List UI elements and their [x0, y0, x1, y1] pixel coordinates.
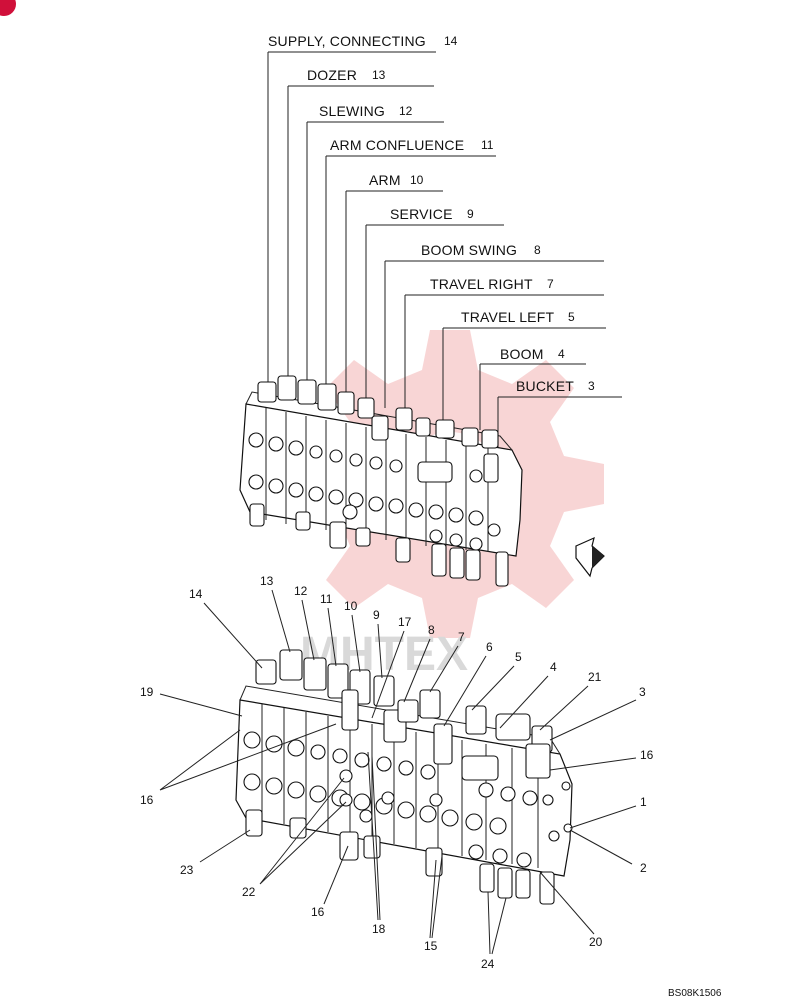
- callout-23: 23: [180, 829, 251, 877]
- svg-text:8: 8: [534, 243, 541, 257]
- callout-11: 11: [320, 592, 337, 667]
- svg-text:BOOM SWING: BOOM SWING: [421, 242, 517, 258]
- svg-text:BUCKET: BUCKET: [516, 378, 574, 394]
- svg-text:14: 14: [189, 587, 203, 601]
- top-label-9: SERVICE 9: [365, 206, 504, 398]
- svg-text:18: 18: [372, 922, 386, 936]
- top-valve-assembly: [239, 375, 523, 587]
- callout-4: 4: [499, 660, 557, 729]
- svg-text:15: 15: [424, 939, 438, 953]
- svg-text:TRAVEL LEFT: TRAVEL LEFT: [461, 309, 554, 325]
- svg-text:23: 23: [180, 863, 194, 877]
- top-label-8: BOOM SWING 8: [384, 242, 604, 408]
- svg-text:SERVICE: SERVICE: [390, 206, 453, 222]
- svg-text:5: 5: [568, 310, 575, 324]
- callout-22: 22: [242, 777, 347, 899]
- svg-text:22: 22: [242, 885, 256, 899]
- callout-6: 6: [443, 640, 493, 727]
- svg-text:5: 5: [515, 650, 522, 664]
- callout-1: 1: [569, 795, 647, 829]
- drawing-code: BS08K1506: [668, 988, 722, 999]
- svg-text:12: 12: [294, 584, 308, 598]
- svg-text:16: 16: [140, 793, 154, 807]
- svg-text:4: 4: [558, 347, 565, 361]
- top-label-3: BUCKET 3: [497, 378, 622, 452]
- callout-10: 10: [344, 599, 361, 673]
- svg-text:14: 14: [444, 34, 458, 48]
- callout-24: 24: [481, 891, 507, 971]
- svg-text:7: 7: [547, 277, 554, 291]
- svg-text:11: 11: [481, 138, 494, 152]
- top-label-7: TRAVEL RIGHT 7: [404, 276, 604, 410]
- callout-8: 8: [403, 623, 435, 703]
- svg-text:10: 10: [344, 599, 358, 613]
- top-label-10: ARM 10: [345, 172, 443, 394]
- svg-text:ARM: ARM: [369, 172, 401, 188]
- callout-5: 5: [471, 650, 522, 711]
- callout-7: 7: [429, 630, 465, 693]
- svg-text:16: 16: [640, 748, 654, 762]
- callout-16-left: 16: [140, 723, 337, 807]
- top-label-14: SUPPLY, CONNECTING 14: [267, 33, 458, 382]
- top-label-12: SLEWING 12: [306, 103, 444, 384]
- svg-text:SLEWING: SLEWING: [319, 103, 385, 119]
- svg-text:21: 21: [588, 670, 602, 684]
- svg-text:13: 13: [372, 68, 386, 82]
- svg-text:7: 7: [458, 630, 465, 644]
- svg-text:10: 10: [410, 173, 424, 187]
- svg-text:11: 11: [320, 592, 333, 606]
- callout-2: 2: [569, 829, 647, 875]
- svg-text:ARM CONFLUENCE: ARM CONFLUENCE: [330, 137, 464, 153]
- svg-text:20: 20: [589, 935, 603, 949]
- callout-15: 15: [424, 855, 443, 953]
- svg-text:6: 6: [486, 640, 493, 654]
- callout-14: 14: [189, 587, 263, 669]
- svg-text:1: 1: [640, 795, 647, 809]
- callout-13: 13: [260, 574, 291, 653]
- direction-arrow-icon: [575, 536, 605, 578]
- top-label-13: DOZER 13: [287, 67, 434, 378]
- svg-text:TRAVEL RIGHT: TRAVEL RIGHT: [430, 276, 533, 292]
- svg-text:19: 19: [140, 685, 154, 699]
- bottom-valve-assembly: [235, 649, 573, 905]
- svg-text:8: 8: [428, 623, 435, 637]
- svg-text:3: 3: [588, 379, 595, 393]
- top-label-11: ARM CONFLUENCE 11: [325, 137, 496, 390]
- callout-18: 18: [367, 751, 386, 936]
- callout-12: 12: [294, 584, 315, 661]
- svg-text:SUPPLY, CONNECTING: SUPPLY, CONNECTING: [268, 33, 426, 49]
- svg-text:24: 24: [481, 957, 495, 971]
- svg-text:BOOM: BOOM: [500, 346, 544, 362]
- top-label-5: TRAVEL LEFT 5: [442, 309, 606, 420]
- svg-text:9: 9: [373, 608, 380, 622]
- svg-text:4: 4: [550, 660, 557, 674]
- callout-17: 17: [371, 615, 412, 719]
- callout-21: 21: [539, 670, 602, 731]
- corner-badge-icon: [0, 0, 16, 16]
- callout-20: 20: [539, 871, 603, 949]
- svg-text:9: 9: [467, 207, 474, 221]
- callout-3: 3: [549, 685, 646, 741]
- svg-text:16: 16: [311, 905, 325, 919]
- svg-text:3: 3: [639, 685, 646, 699]
- svg-text:13: 13: [260, 574, 274, 588]
- svg-text:12: 12: [399, 104, 413, 118]
- callout-9: 9: [373, 608, 383, 679]
- callout-16-bottom: 16: [311, 845, 349, 919]
- callout-19: 19: [140, 685, 243, 717]
- svg-text:DOZER: DOZER: [307, 67, 357, 83]
- svg-text:17: 17: [398, 615, 412, 629]
- top-label-4: BOOM 4: [479, 346, 586, 430]
- callout-16-right: 16: [549, 748, 654, 771]
- svg-text:2: 2: [640, 861, 647, 875]
